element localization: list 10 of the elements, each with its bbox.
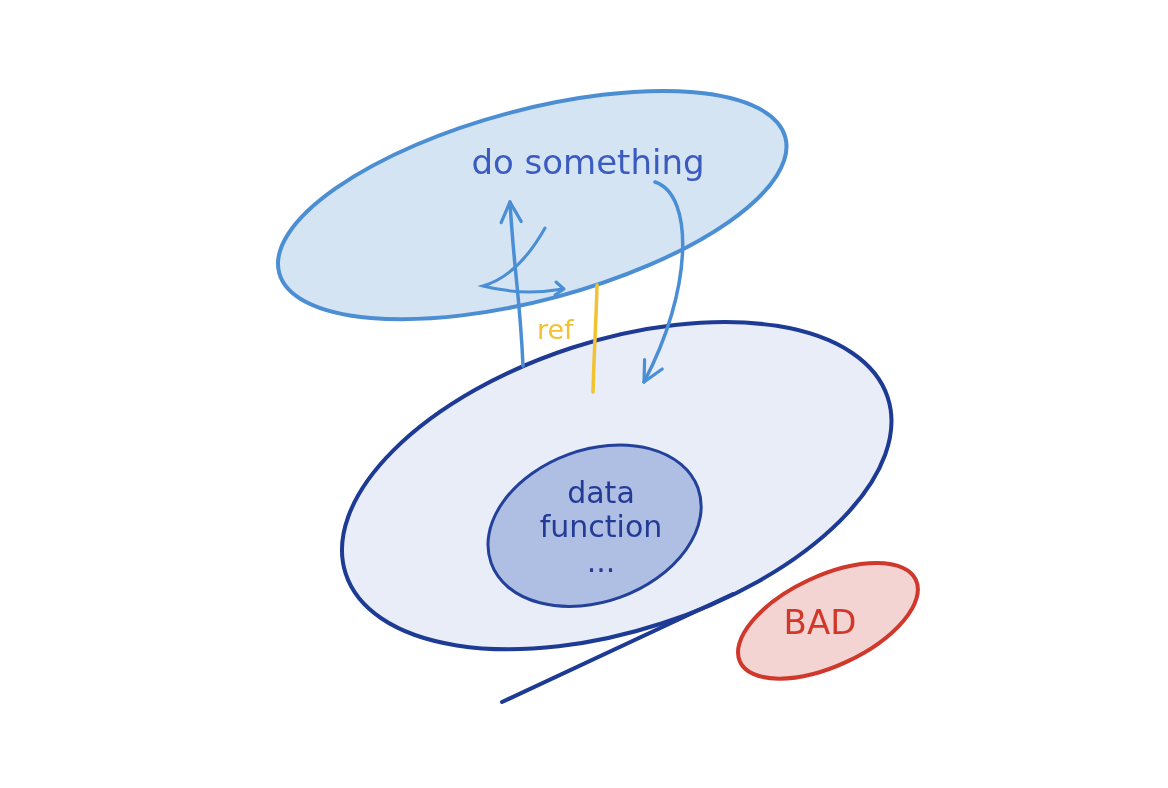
edge-label: ref bbox=[536, 314, 575, 345]
node-label: BAD bbox=[783, 603, 857, 643]
blob-node bbox=[735, 560, 921, 682]
arrow bbox=[499, 200, 525, 368]
inner-ellipse bbox=[485, 442, 705, 610]
connector-line bbox=[591, 283, 599, 394]
node-label: do something bbox=[471, 143, 705, 183]
arrow bbox=[642, 180, 685, 384]
outer-ellipse bbox=[339, 319, 895, 653]
node-label: data function ... bbox=[538, 476, 664, 580]
